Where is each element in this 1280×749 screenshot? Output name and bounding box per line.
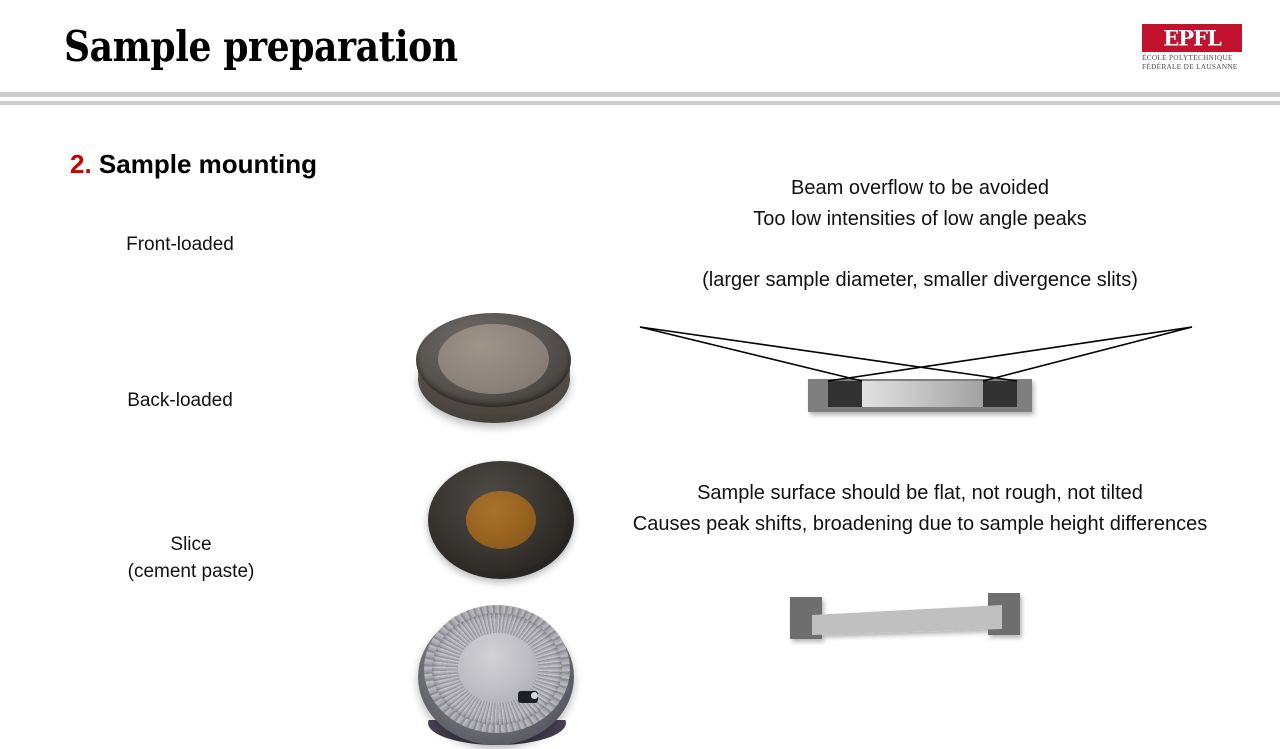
epfl-logo-subtitle: École polytechnique fédérale de Lausanne bbox=[1142, 54, 1246, 72]
note-sample-surface: Sample surface should be flat, not rough… bbox=[590, 478, 1250, 540]
beam-ray-left-inner bbox=[639, 326, 863, 382]
tilt-sample-slab bbox=[812, 605, 1002, 635]
sample-label-slice-line1: Slice bbox=[170, 534, 212, 555]
epfl-logo-mark: EPFL bbox=[1142, 24, 1242, 52]
slide-body: 2. Sample mounting Front-loaded Back-loa… bbox=[0, 105, 1280, 745]
beam-ray-left-outer bbox=[639, 326, 1018, 382]
sample-label-back-loaded: Back-loaded bbox=[127, 390, 233, 411]
beam-holder-mask-right bbox=[983, 381, 1017, 407]
note-sample-surface-line1: Sample surface should be flat, not rough… bbox=[697, 482, 1143, 504]
sample-label-slice: Slice (cement paste) bbox=[60, 531, 322, 585]
header-divider-lower bbox=[0, 101, 1280, 105]
epfl-logo-lettering: EPFL bbox=[1163, 25, 1221, 51]
note-sample-surface-line2: Causes peak shifts, broadening due to sa… bbox=[632, 513, 1208, 535]
epfl-logo-subtitle-line1: École polytechnique bbox=[1142, 54, 1233, 62]
epfl-logo: EPFL École polytechnique fédérale de Lau… bbox=[1142, 24, 1250, 72]
sample-label-front-loaded: Front-loaded bbox=[126, 234, 234, 255]
header-divider-upper bbox=[0, 92, 1280, 97]
note-beam-overflow-line2: Too low intensities of low angle peaks bbox=[753, 208, 1087, 230]
beam-overflow-diagram bbox=[639, 326, 1193, 412]
epfl-logo-subtitle-line2: fédérale de Lausanne bbox=[1142, 63, 1238, 71]
back-holder-powder-surface bbox=[466, 491, 536, 549]
front-loaded-holder-photo bbox=[408, 305, 588, 435]
note-beam-overflow-line1: Beam overflow to be avoided bbox=[791, 177, 1049, 199]
note-beam-overflow: Beam overflow to be avoided Too low inte… bbox=[620, 173, 1220, 235]
beam-diagram-rays bbox=[639, 326, 1193, 382]
section-number: 2. bbox=[70, 149, 92, 179]
cement-paste-slice-photo bbox=[418, 605, 578, 749]
sample-label-slice-line2: (cement paste) bbox=[127, 561, 255, 582]
section-heading: 2. Sample mounting bbox=[70, 149, 317, 180]
front-holder-powder-surface bbox=[438, 324, 549, 394]
back-loaded-holder-photo bbox=[428, 461, 578, 583]
beam-ray-right-inner bbox=[982, 326, 1193, 382]
note-beam-parenthetical: (larger sample diameter, smaller diverge… bbox=[702, 269, 1138, 291]
beam-holder-mask-left bbox=[828, 381, 862, 407]
tilted-sample-diagram bbox=[790, 593, 1020, 639]
beam-ray-right-outer bbox=[827, 326, 1193, 382]
beam-diagram-sample-holder bbox=[808, 379, 1032, 412]
page-title: Sample preparation bbox=[64, 22, 458, 71]
section-title: Sample mounting bbox=[98, 149, 318, 179]
slide-header: Sample preparation EPFL École polytechni… bbox=[0, 0, 1280, 92]
slice-holder-mark-dot bbox=[531, 692, 538, 699]
